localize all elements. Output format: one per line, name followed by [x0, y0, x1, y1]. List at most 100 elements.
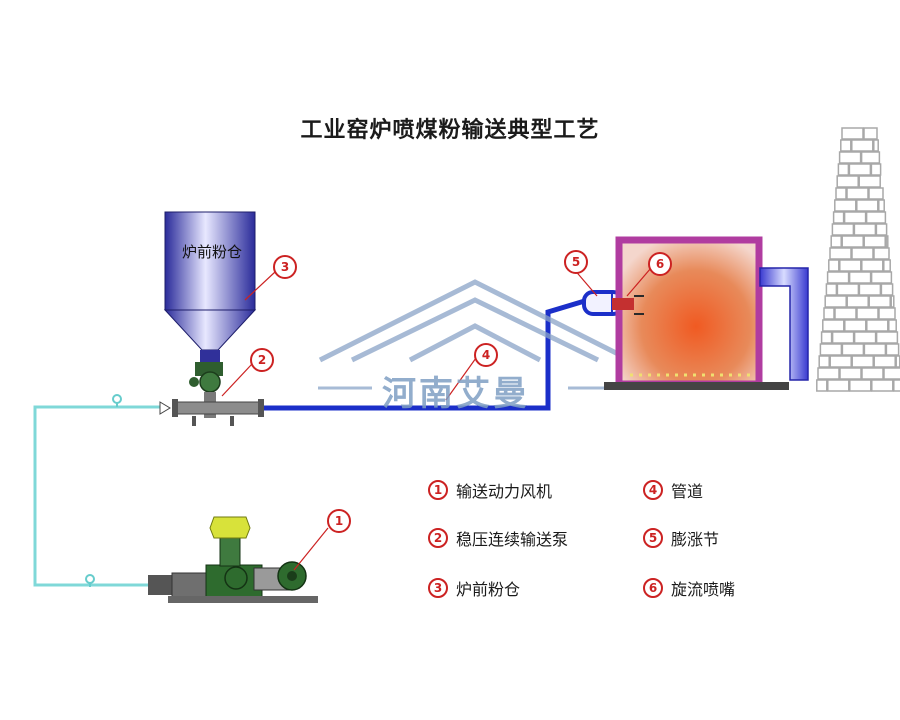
chimney-brick [822, 319, 845, 332]
chimney-brick [841, 127, 864, 140]
chimney-brick [846, 295, 869, 308]
legend-item: 1 输送动力风机 [428, 478, 552, 502]
watermark-logo [318, 279, 632, 390]
chimney-brick [856, 199, 879, 212]
chimney-brick [861, 259, 884, 272]
chimney-brick [819, 343, 843, 356]
legend-number: 3 [428, 578, 448, 598]
legend-item: 3 炉前粉仓 [428, 576, 520, 600]
chimney-brick [837, 163, 850, 176]
chimney-brick [848, 271, 872, 284]
chimney-brick [861, 367, 884, 380]
chimney-brick [871, 379, 894, 392]
chimney-brick [863, 343, 887, 356]
chimney-brick [818, 355, 830, 368]
swirl-burner [612, 295, 644, 315]
callout-leaders [221, 267, 652, 571]
chimney-brick [860, 151, 881, 164]
callout-3: 3 [273, 255, 297, 279]
chimney-brick [841, 343, 865, 356]
chimney-brick [829, 355, 852, 368]
callout-5: 5 [564, 250, 588, 274]
chimney-brick [868, 187, 884, 200]
legend-label: 稳压连续输送泵 [456, 530, 569, 549]
chimney-brick [890, 295, 895, 308]
legend-number: 6 [643, 578, 663, 598]
legend-label: 炉前粉仓 [456, 580, 521, 599]
chimney-brick [839, 367, 862, 380]
chimney-brick [888, 319, 897, 332]
legend-number: 2 [428, 528, 448, 548]
flue-duct [759, 267, 809, 381]
chimney-brick [827, 379, 850, 392]
air-valve-icon [112, 394, 122, 407]
chimney-brick [875, 331, 899, 344]
chimney-brick [840, 139, 852, 152]
chimney-brick [873, 247, 890, 260]
chimney-brick [870, 271, 893, 284]
chimney-brick [823, 307, 835, 320]
silo-label: 炉前粉仓 [181, 243, 242, 261]
chimney-brick [875, 223, 888, 236]
chimney-brick [866, 319, 889, 332]
legend-label: 旋流喷嘴 [671, 580, 736, 599]
chimney-brick [851, 355, 874, 368]
legend-label: 管道 [671, 482, 704, 501]
chimney-brick [873, 139, 879, 152]
legend-label: 输送动力风机 [456, 482, 553, 501]
legend-item: 5 膨涨节 [643, 526, 719, 550]
air-valve-icon [85, 574, 95, 587]
chimney-brick [878, 307, 896, 320]
chimney-brick [856, 307, 879, 320]
chimney-brick [843, 211, 867, 224]
chimney-brick [895, 355, 900, 368]
diagram-title: 工业窑炉喷煤粉输送典型工艺 [300, 118, 600, 143]
chimney-brick [883, 367, 900, 380]
chimney-brick [863, 127, 878, 140]
chimney-brick [836, 175, 859, 188]
chimney-brick [832, 211, 845, 224]
continuous-conveying-pump [159, 362, 264, 426]
legend-number: 4 [643, 480, 663, 500]
chimney-brick [831, 331, 855, 344]
chimney-brick [848, 163, 872, 176]
chimney-brick [844, 319, 867, 332]
chimney-brick [858, 175, 881, 188]
chimney-brick [817, 367, 840, 380]
chimney-brick [883, 259, 891, 272]
legend-label: 膨涨节 [671, 530, 720, 549]
chimney-brick [824, 295, 847, 308]
callout-2: 2 [250, 348, 274, 372]
legend-item: 2 稳压连续输送泵 [428, 526, 568, 550]
air-supply-line [33, 405, 160, 587]
chimney-brick [838, 151, 862, 164]
chimney-brick [839, 259, 862, 272]
conveying-blower [148, 516, 318, 603]
callout-6: 6 [648, 252, 672, 276]
chimney-brick [858, 283, 882, 296]
chimney-brick [829, 247, 852, 260]
chimney-brick [873, 355, 896, 368]
chimney-brick [835, 187, 847, 200]
chimney-brick [880, 283, 894, 296]
legend-number: 5 [643, 528, 663, 548]
chimney-brick [851, 247, 874, 260]
chimney-brick [868, 295, 891, 308]
chimney-brick [826, 271, 850, 284]
chimney-brick [828, 259, 840, 272]
legend-item: 4 管道 [643, 478, 703, 502]
chimney-brick [834, 307, 857, 320]
chimney-brick [893, 379, 900, 392]
chimney-brick [885, 343, 900, 356]
chimney-brick [830, 235, 842, 248]
chimney-brick [863, 235, 886, 248]
chimney-brick [849, 379, 872, 392]
chimney [816, 127, 900, 392]
chimney-brick [878, 199, 885, 212]
chimney-brick [865, 211, 887, 224]
chimney-brick [836, 283, 860, 296]
chimney-brick [820, 331, 833, 344]
chimney-brick [841, 235, 864, 248]
chimney-brick [851, 139, 874, 152]
chimney-brick [846, 187, 869, 200]
